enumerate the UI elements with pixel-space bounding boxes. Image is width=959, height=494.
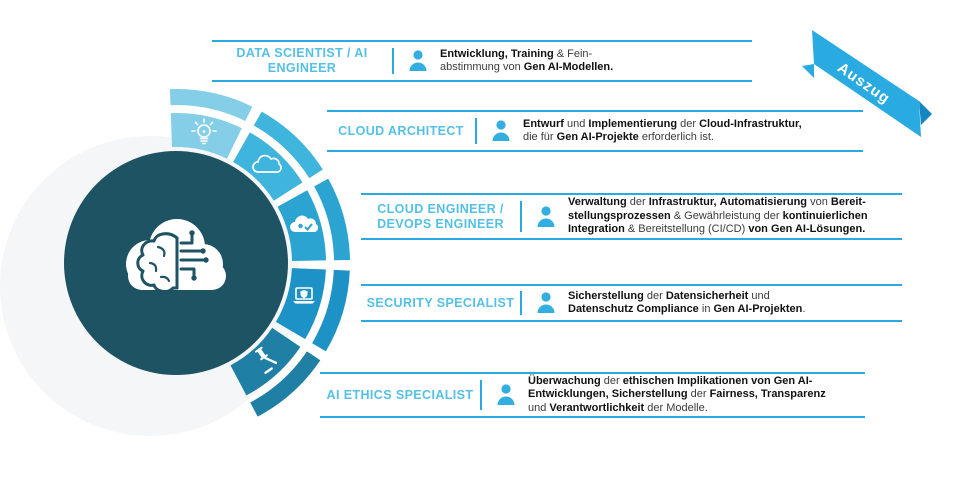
role-description: Entwicklung, Training & Fein-abstimmung … [440,47,614,74]
divider-line [475,117,477,145]
brain-circuit-nodes [189,230,209,281]
person-icon [537,205,555,227]
person-icon [497,384,515,405]
role-title: SECURITY SPECIALIST [366,295,515,310]
person-icon [537,292,555,313]
brain-circuit [136,232,205,294]
cloud-ai-brain-icon [126,219,226,294]
ribbon-band [812,30,921,137]
divider-line [520,291,522,315]
wheel-segment-ai-ethics-specialist [230,327,301,396]
wheel-segment-cloud-architect [233,132,303,201]
role-title: CLOUD ARCHITECT [338,123,464,138]
cloud-outline-icon [252,154,282,173]
role-row-cloud-architect: CLOUD ARCHITECT Entwurf und Implementier… [327,110,863,152]
divider-line [480,380,482,410]
role-row-cloud-devops-engineer: CLOUD ENGINEER / DEVOPS ENGINEER Verwalt… [361,193,902,240]
divider-line [520,201,522,232]
divider-line [392,47,394,75]
role-title: AI ETHICS SPECIALIST [326,387,474,402]
laptop-shield-icon [293,287,315,304]
wheel-outer-arc-cloud-architect [253,111,323,179]
roles-wheel [0,88,350,436]
person-icon [492,120,510,141]
cloud-devops-icon [290,215,319,232]
idea-bulb-icon [191,118,217,145]
role-row-ai-ethics-specialist: AI ETHICS SPECIALIST Überwachung der eth… [320,372,865,418]
wheel-outer-arc-data-scientist-ai-engineer [169,88,253,121]
role-description: Verwaltung der Infrastruktur, Automatisi… [568,196,868,236]
role-description: Überwachung der ethischen Implikationen … [528,374,826,414]
role-title: CLOUD ENGINEER / DEVOPS ENGINEER [377,201,504,231]
ribbon-fold-right [919,101,932,125]
role-description: Entwurf und Implementierung der Cloud-In… [523,117,802,144]
wheel-segments [169,88,350,417]
role-row-data-scientist: DATA SCIENTIST / AI ENGINEER Entwicklung… [212,40,752,82]
ribbon-fold-left [802,64,814,78]
wheel-outer-arc-ai-ethics-specialist [250,351,321,417]
person-icon [409,50,427,71]
gavel-icon [254,346,278,375]
role-row-security-specialist: SECURITY SPECIALIST Sicherstellung der D… [361,284,902,322]
role-title: DATA SCIENTIST / AI ENGINEER [236,46,368,75]
wheel-segment-security-specialist [275,268,326,340]
wheel-outer-arc-security-specialist [312,269,350,352]
wheel-outer-arc-cloud-devops-engineer [314,178,350,261]
